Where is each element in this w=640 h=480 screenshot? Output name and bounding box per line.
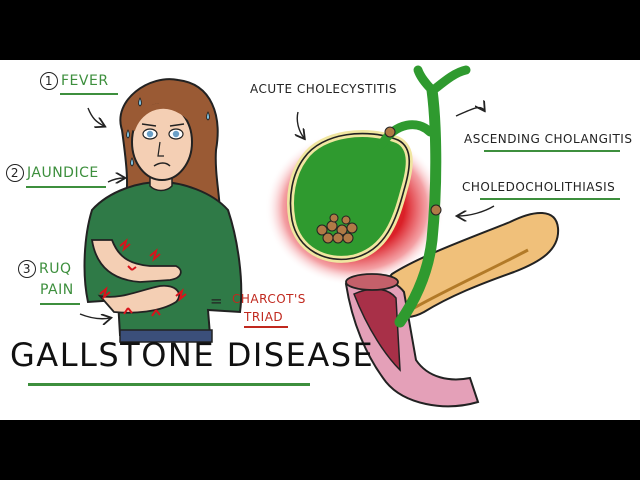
symptom-label-line2: PAIN	[40, 282, 74, 298]
label-acute-cholecystitis: ACUTE CHOLECYSTITIS	[250, 82, 397, 96]
gallstones-icon	[316, 213, 358, 244]
sweat-drops-icon	[126, 97, 210, 167]
letterbox-top	[0, 0, 640, 60]
letterbox-bottom	[0, 420, 640, 480]
acute-cholecystitis-arrow	[297, 111, 304, 138]
mouth	[153, 162, 171, 167]
cholangitis-underline	[484, 150, 620, 152]
number-badge: 2	[6, 164, 24, 182]
cystic-duct	[377, 120, 435, 149]
common-bile-duct	[394, 84, 442, 328]
eyes	[141, 123, 185, 140]
pants	[119, 329, 213, 343]
symptom-label: FEVER	[61, 73, 109, 89]
duodenum-opening	[345, 273, 399, 291]
cbd-stone	[430, 204, 442, 216]
page-title: GALLSTONE DISEASE	[10, 336, 375, 374]
pain-marks-icon	[99, 238, 187, 317]
gallstone-illustration	[79, 65, 560, 408]
jaundice-underline	[26, 186, 106, 188]
number-badge: 3	[18, 260, 36, 278]
symptom-label: RUQ	[39, 261, 72, 277]
pain-underline	[40, 303, 80, 305]
fever-arrow	[87, 107, 104, 126]
symptom-label: JAUNDICE	[27, 165, 99, 181]
jaundice-arrow	[107, 178, 124, 182]
cystic-duct-stone	[384, 126, 396, 138]
woman-figure	[83, 78, 243, 343]
triad-underline	[244, 326, 288, 328]
choledocho-underline	[480, 198, 620, 200]
triad-line1: CHARCOT'S	[232, 292, 306, 306]
pain-arrow	[79, 314, 110, 319]
title-underline	[28, 383, 310, 386]
label-choledocholithiasis: CHOLEDOCHOLITHIASIS	[462, 180, 616, 194]
number-badge: 1	[40, 72, 58, 90]
triad-equals: =	[210, 292, 224, 310]
choledocholithiasis-arrow	[458, 205, 495, 216]
label-ascending-cholangitis: ASCENDING CHOLANGITIS	[464, 132, 633, 146]
arms	[90, 239, 182, 283]
fever-underline	[60, 93, 118, 95]
triad-line2: TRIAD	[244, 310, 284, 324]
ascending-cholangitis-arrow	[455, 108, 484, 117]
pancreatic-duct	[413, 248, 529, 310]
